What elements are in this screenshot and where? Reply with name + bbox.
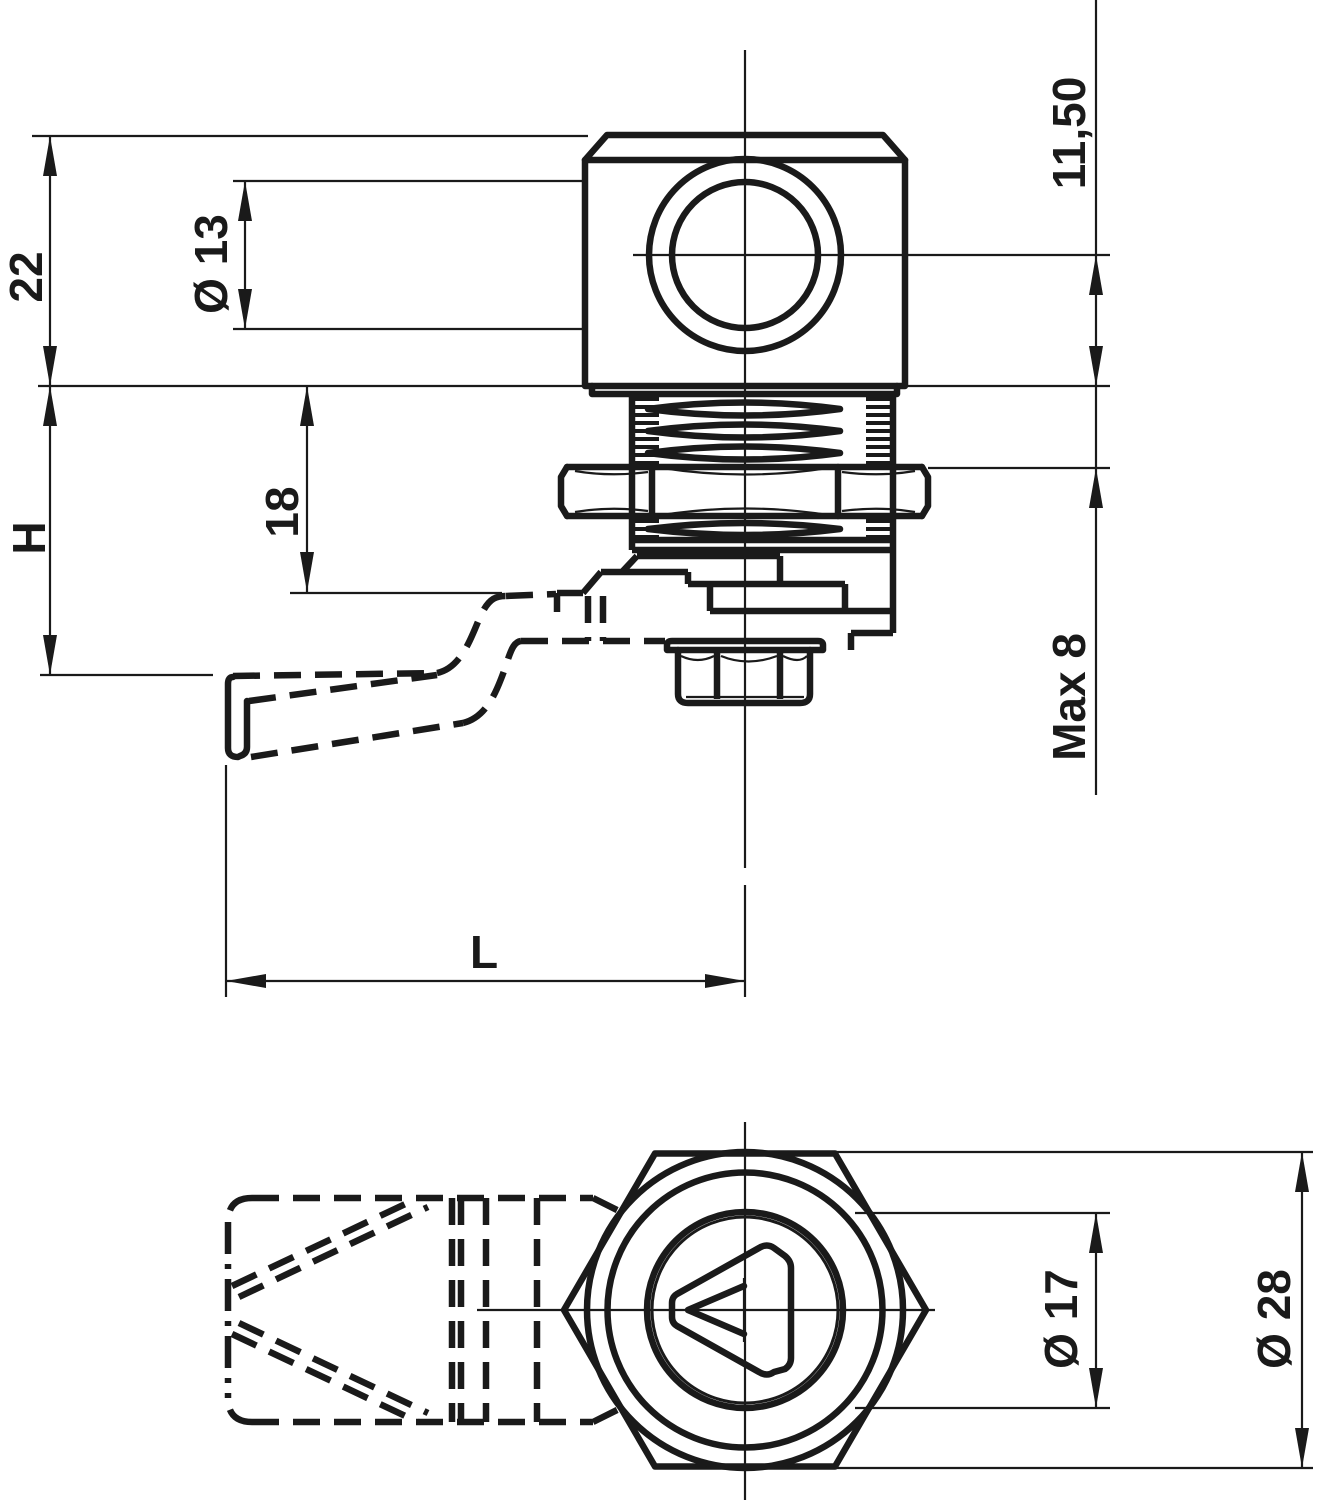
head-circles	[583, 1148, 907, 1472]
dim-lever-length: L	[470, 926, 498, 978]
lock-cylinder-circles	[645, 155, 845, 355]
lever-hidden-outline	[224, 590, 665, 761]
triangle-key-recess	[684, 1282, 748, 1338]
wave-spring	[644, 399, 844, 539]
retaining-washer	[632, 536, 893, 554]
dim-max-panel-thickness: Max 8	[1043, 633, 1095, 761]
cam-screw-head	[663, 637, 827, 707]
dimension-labels: 22 Ø 13 11,50 18 H Max 8 L Ø 17 Ø 28	[0, 77, 1300, 1369]
dim-cylinder-diameter: Ø 13	[185, 214, 237, 314]
hex-nut-side	[557, 463, 932, 520]
dim-handle-height: H	[3, 521, 55, 554]
extension-lines	[32, 134, 1313, 1470]
dimension-lines: 22 Ø 13 11,50 18 H Max 8 L Ø 17 Ø 28	[0, 0, 1313, 1470]
dim-center-to-mounting: 11,50	[1043, 77, 1095, 190]
dim-body-height: 22	[0, 251, 52, 302]
hex-nut-plan	[560, 1150, 930, 1470]
mounting-flange	[588, 382, 901, 398]
dim-insert-diameter: Ø 17	[1035, 1269, 1087, 1369]
dim-thread-length: 18	[256, 486, 308, 537]
lever-tip-cap	[224, 673, 251, 761]
cam-bracket	[553, 552, 893, 650]
arrowheads	[43, 136, 1309, 1468]
lever-hidden-plan	[224, 1194, 623, 1426]
side-view	[224, 131, 932, 761]
triangle-insert-boss	[668, 1242, 795, 1378]
dim-head-diameter: Ø 28	[1248, 1269, 1300, 1369]
plan-view	[224, 1148, 930, 1472]
